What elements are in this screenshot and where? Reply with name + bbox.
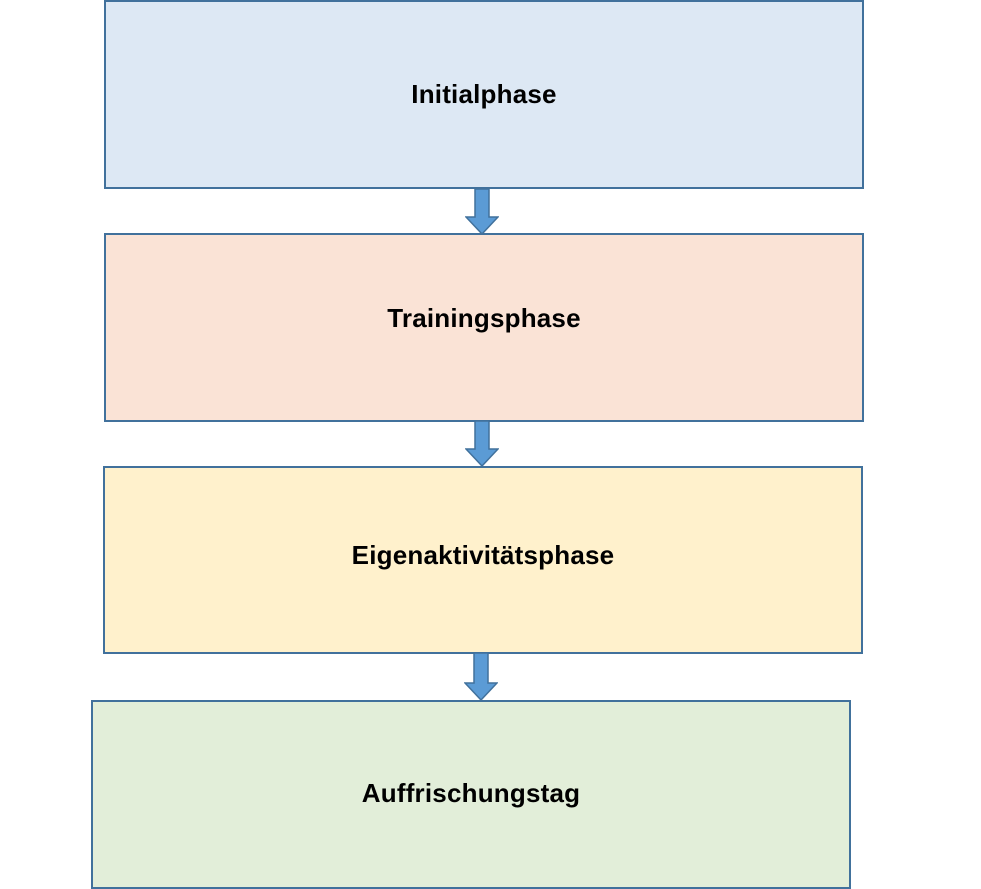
- phase-label-initialphase: Initialphase: [411, 79, 557, 109]
- phase-label-auffrischungstag: Auffrischungstag: [361, 778, 581, 808]
- down-arrow-icon: [464, 653, 498, 701]
- down-arrow-icon: [465, 189, 499, 235]
- phase-label-trainingsphase: Trainingsphase: [387, 303, 581, 333]
- phase-box-auffrischungstag: Auffrischungstag: [91, 700, 851, 889]
- down-arrow-icon: [465, 421, 499, 467]
- phase-box-initialphase: Initialphase: [104, 0, 864, 189]
- phase-box-eigenaktivitaetsphase: Eigenaktivitätsphase: [103, 466, 863, 654]
- phase-box-trainingsphase: Trainingsphase: [104, 233, 864, 422]
- phase-label-eigenaktivitaetsphase: Eigenaktivitätsphase: [351, 539, 615, 570]
